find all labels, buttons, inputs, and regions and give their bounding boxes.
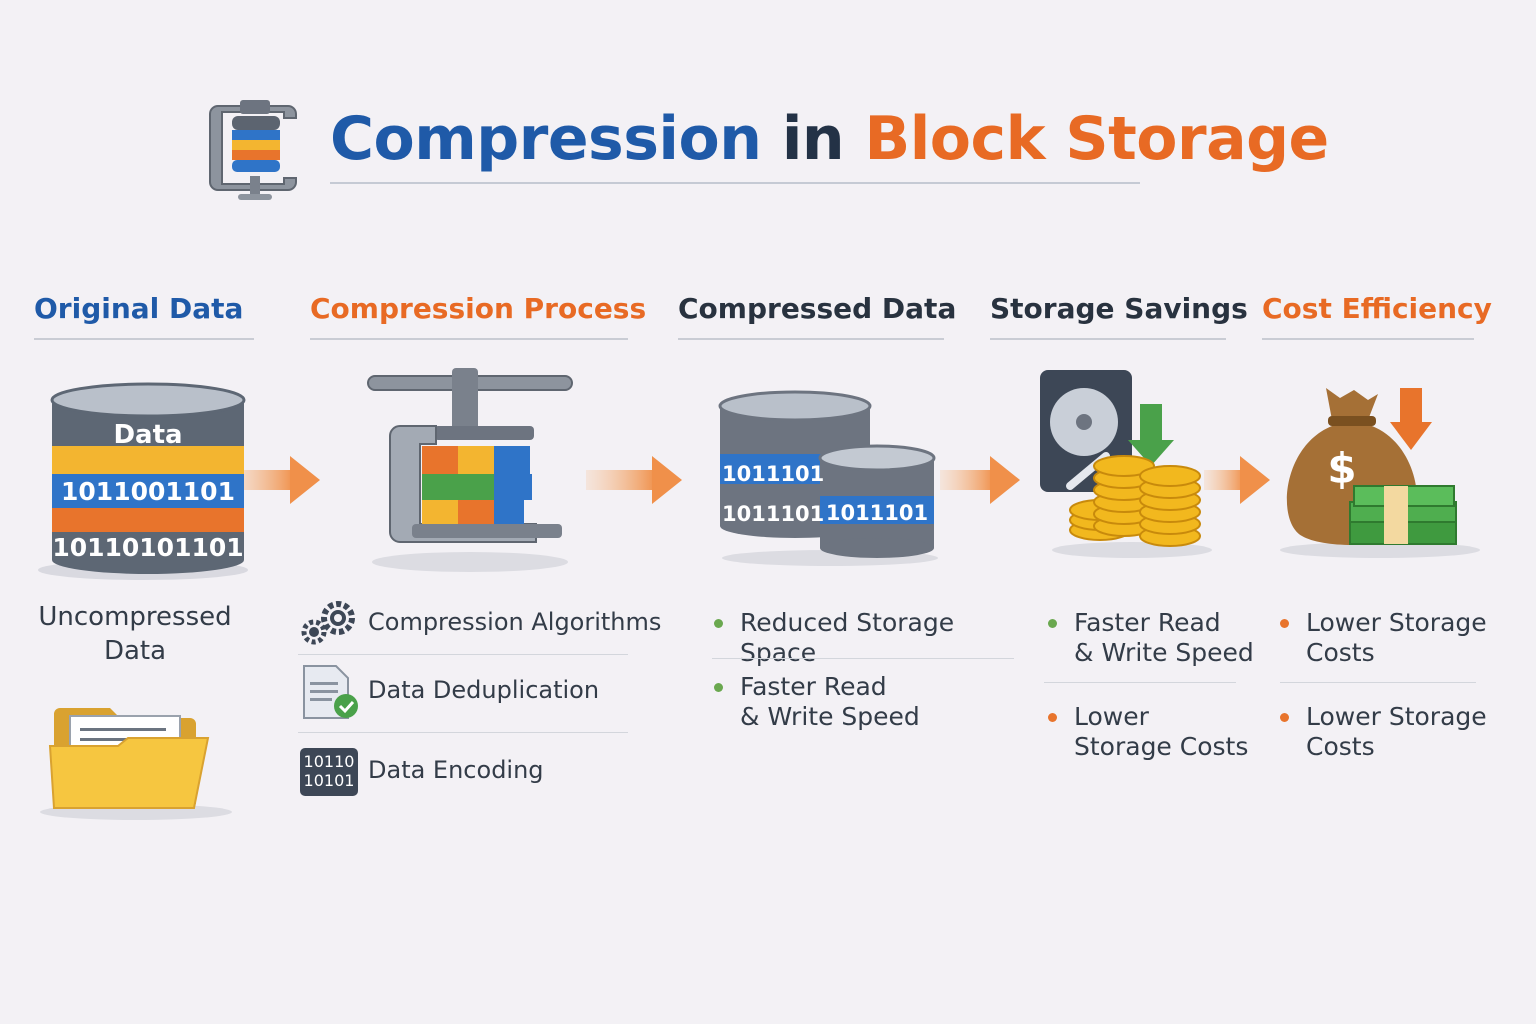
flow-arrow-icon xyxy=(940,456,1020,504)
title-part-compression: Compression xyxy=(330,104,762,174)
clamp-press-icon xyxy=(360,366,580,576)
process-label: Compression Algorithms xyxy=(368,608,662,636)
bullet-text: Faster Read & Write Speed xyxy=(740,672,1000,732)
gears-icon xyxy=(298,596,362,652)
divider xyxy=(712,658,1014,659)
compressed-database-icon: 1011101 1011101 1011101 xyxy=(712,388,942,568)
bullet-dot xyxy=(1280,619,1289,628)
bullet-line: Reduced Storage Space xyxy=(740,608,955,667)
bullet-text: Reduced Storage Space xyxy=(740,608,1030,668)
bullet-item: Reduced Storage Space xyxy=(714,608,994,667)
process-item: Compression Algorithms xyxy=(298,596,661,656)
bullet-line: Faster Read xyxy=(740,672,887,701)
folder-icon xyxy=(36,700,236,820)
chip-line: 10101 xyxy=(303,771,355,790)
title-part-block-storage: Block Storage xyxy=(864,104,1330,174)
db-binary: 10110101101 xyxy=(52,533,244,562)
dollar-symbol: $ xyxy=(1327,444,1357,493)
bullet-item: Faster Read & Write Speed xyxy=(714,672,994,734)
bullet-line: Storage Costs xyxy=(1074,732,1249,761)
bullet-text: Faster Read & Write Speed xyxy=(1074,608,1334,668)
bullet-dot xyxy=(1048,713,1057,722)
divider xyxy=(1280,682,1476,683)
header-rule xyxy=(1262,338,1474,340)
bullet-line: Faster Read xyxy=(1074,608,1221,637)
bullet-text: Lower Storage Costs xyxy=(1306,608,1536,668)
bullet-dot xyxy=(1048,619,1057,628)
bullet-dot xyxy=(714,619,723,628)
bullet-line: Costs xyxy=(1306,638,1375,667)
bullet-item: Lower Storage Costs xyxy=(1280,608,1536,670)
bullet-line: Lower Storage xyxy=(1306,608,1487,637)
chip-binary: 10110 10101 xyxy=(300,752,358,790)
money-bag-icon: $ xyxy=(1270,384,1480,560)
bullet-dot xyxy=(1280,713,1289,722)
bullet-line: Lower xyxy=(1074,702,1149,731)
title-block: Compression in Block Storage xyxy=(200,92,1329,200)
caption-line: Data xyxy=(103,636,167,666)
header-compressed-data: Compressed Data xyxy=(678,292,957,325)
process-item: Data Deduplication xyxy=(298,664,638,724)
divider xyxy=(1044,682,1236,683)
uncompressed-caption: Uncompressed Data xyxy=(20,600,250,668)
bullet-line: & Write Speed xyxy=(740,702,920,731)
bullet-dot xyxy=(714,683,723,692)
chip-line: 10110 xyxy=(303,752,355,771)
db-binary: 1011101 xyxy=(722,502,825,526)
header-storage-savings: Storage Savings xyxy=(990,292,1248,325)
header-cost-efficiency: Cost Efficiency xyxy=(1262,292,1492,325)
bullet-item: Lower Storage Costs xyxy=(1048,702,1328,764)
db-binary: 1011101 xyxy=(825,501,929,525)
flow-arrow-icon xyxy=(586,456,682,504)
divider xyxy=(298,654,628,655)
process-label: Data Deduplication xyxy=(368,676,600,704)
clamp-compress-icon xyxy=(200,96,310,208)
bullet-text: Lower Storage Costs xyxy=(1074,702,1334,762)
header-rule xyxy=(678,338,944,340)
process-label: Data Encoding xyxy=(368,756,544,784)
db-binary: 1011001101 xyxy=(61,477,235,506)
header-compression-process: Compression Process xyxy=(310,292,647,325)
caption-line: Uncompressed xyxy=(38,602,232,632)
bullet-line: & Write Speed xyxy=(1074,638,1254,667)
document-check-icon xyxy=(298,664,362,720)
header-rule xyxy=(34,338,254,340)
header-rule xyxy=(990,338,1226,340)
flow-arrow-icon xyxy=(228,456,320,504)
bullet-item: Faster Read & Write Speed xyxy=(1048,608,1328,670)
db-binary: 1011101 xyxy=(722,462,825,486)
database-icon: Data 1011001101 10110101101 xyxy=(30,380,260,580)
db-label: Data xyxy=(113,420,183,450)
binary-chip-icon: 10110 10101 xyxy=(298,744,362,800)
header-rule xyxy=(310,338,628,340)
bullet-text: Lower Storage Costs xyxy=(1306,702,1536,762)
bullet-line: Lower Storage xyxy=(1306,702,1487,731)
flow-arrow-icon xyxy=(1204,456,1270,504)
hard-drive-coins-icon xyxy=(1036,366,1216,560)
header-original-data: Original Data xyxy=(34,292,244,325)
bullet-line: Costs xyxy=(1306,732,1375,761)
page-title: Compression in Block Storage xyxy=(330,104,1329,174)
title-underline xyxy=(330,182,1140,184)
process-item: 10110 10101 Data Encoding xyxy=(298,744,638,804)
title-part-in: in xyxy=(781,104,845,174)
divider xyxy=(298,732,628,733)
bullet-item: Lower Storage Costs xyxy=(1280,702,1536,764)
